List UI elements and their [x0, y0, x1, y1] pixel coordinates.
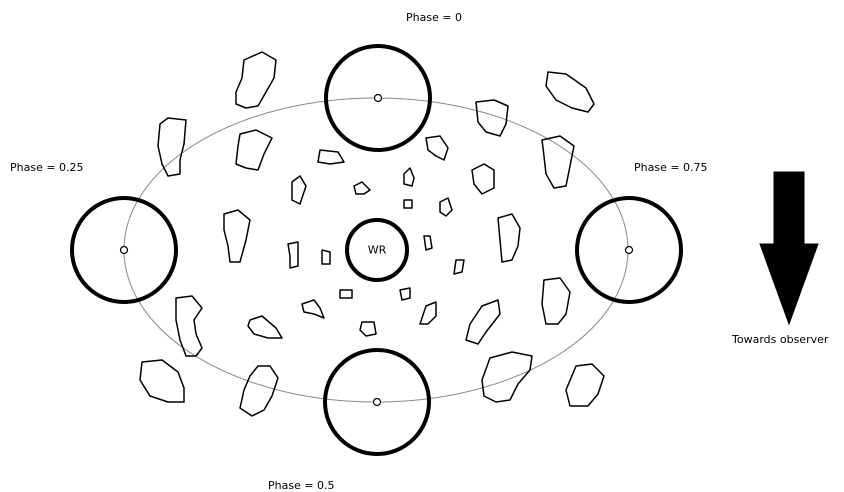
observer-label: Towards observer [732, 334, 828, 345]
clump-4 [318, 150, 344, 164]
clump-32 [482, 352, 532, 402]
companion-marker-phase-025 [121, 247, 128, 254]
clump-12 [404, 168, 414, 186]
clump-7 [546, 72, 594, 112]
clump-13 [440, 198, 452, 216]
clump-5 [426, 136, 448, 160]
star-phase-0 [326, 46, 430, 150]
clump-3 [236, 130, 272, 170]
clump-14 [404, 200, 412, 208]
clump-8 [542, 136, 574, 188]
clump-25 [302, 300, 324, 318]
wr-label: WR [368, 245, 387, 256]
clump-33 [566, 364, 604, 406]
clump-16 [498, 214, 520, 262]
clump-17 [288, 242, 298, 268]
clump-19 [424, 236, 432, 250]
clump-11 [354, 182, 370, 194]
phase-025-label: Phase = 0.25 [10, 162, 84, 173]
clump-20 [454, 260, 464, 274]
clump-21 [176, 296, 202, 356]
clump-10 [292, 176, 306, 204]
clump-31 [240, 366, 278, 416]
clump-2 [158, 118, 186, 176]
clump-15 [224, 210, 250, 262]
clump-1 [236, 52, 276, 108]
clump-27 [360, 322, 376, 336]
companion-marker-phase-075 [626, 247, 633, 254]
clump-29 [466, 300, 500, 344]
phase-0-label: Phase = 0 [406, 12, 462, 23]
clump-group [140, 52, 604, 416]
clump-18 [322, 250, 330, 264]
clump-30 [140, 360, 184, 402]
clump-23 [340, 290, 352, 298]
clump-28 [420, 302, 436, 324]
observer-arrow [760, 172, 818, 324]
clump-24 [400, 288, 410, 300]
clump-22 [542, 278, 570, 324]
clump-6 [476, 100, 508, 136]
phase-075-label: Phase = 0.75 [634, 162, 708, 173]
companion-marker-phase-05 [374, 399, 381, 406]
star-phase-05 [325, 350, 429, 454]
star-phase-075 [577, 198, 681, 302]
star-phase-025 [72, 198, 176, 302]
clump-9 [472, 164, 494, 194]
companion-marker-phase-0 [375, 95, 382, 102]
clump-26 [248, 316, 282, 338]
phase-05-label: Phase = 0.5 [268, 480, 335, 491]
